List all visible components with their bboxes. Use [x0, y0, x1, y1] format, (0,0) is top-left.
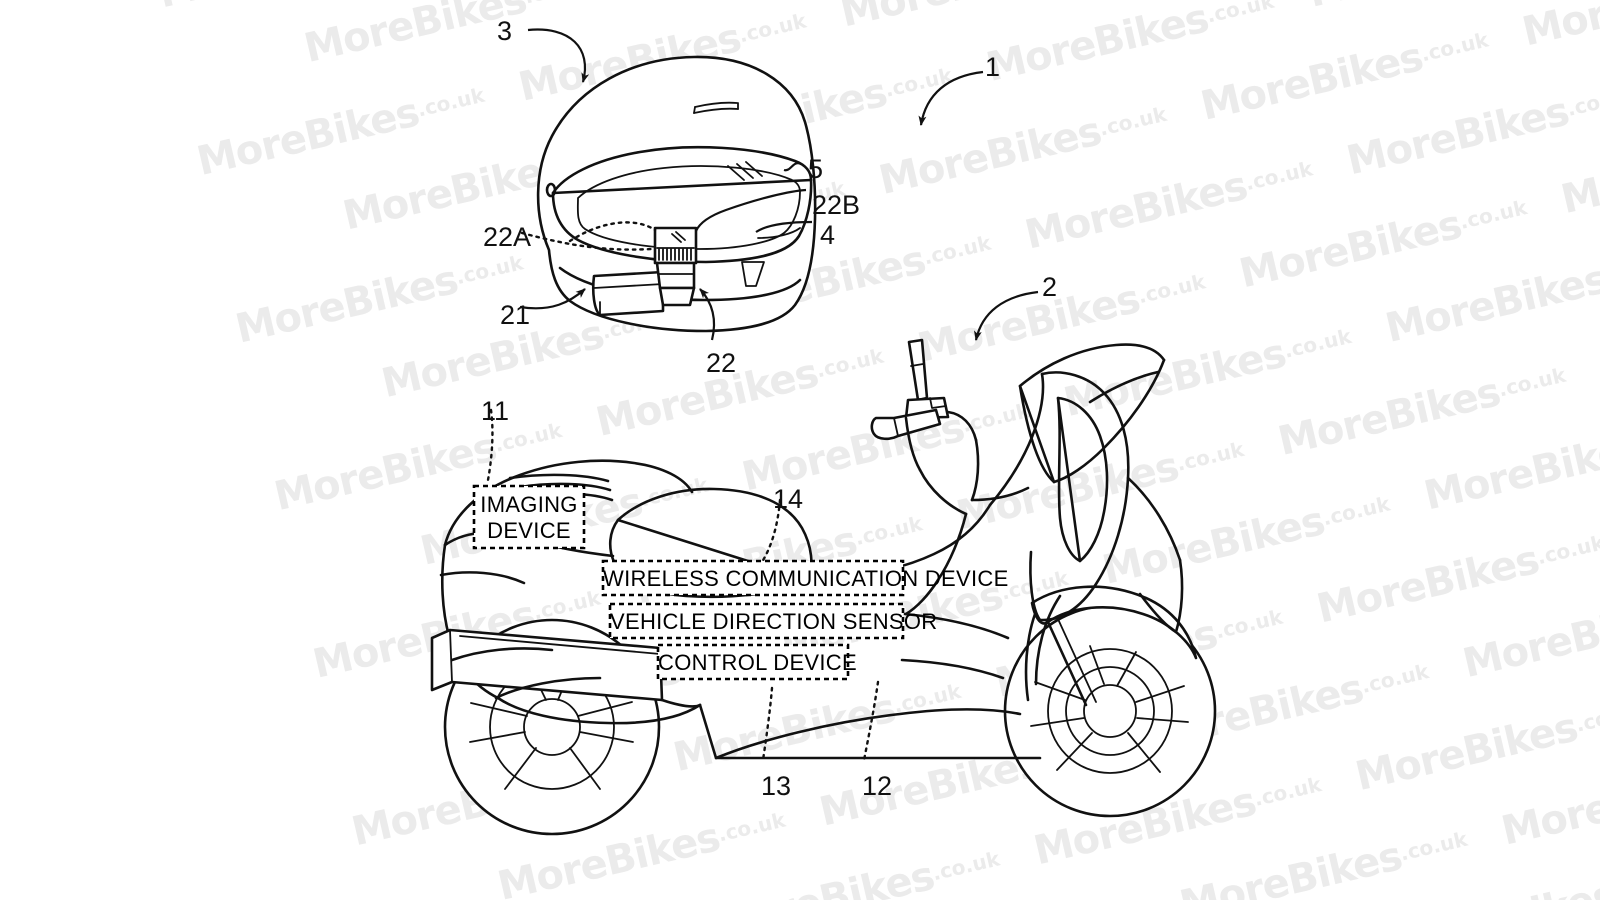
ref-numeral-13: 13	[761, 771, 792, 801]
leader-1	[918, 70, 984, 126]
ref-numeral-22B: 22B	[812, 190, 861, 220]
label-imaging-device-line1: IMAGING	[480, 492, 578, 517]
box-vehicle-direction-sensor	[608, 602, 905, 640]
leader-2	[973, 290, 1039, 341]
box-control-device	[656, 643, 850, 681]
ref-numeral-4: 4	[820, 220, 836, 250]
label-control-device: CONTROL DEVICE	[658, 650, 857, 675]
helmet-module-21	[591, 270, 665, 317]
ref-numeral-12: 12	[862, 771, 893, 801]
helmet-drawing	[519, 28, 817, 341]
leader-22A	[520, 231, 653, 251]
ref-numeral-11: 11	[481, 396, 510, 426]
handlebar-and-mirror	[870, 338, 1030, 616]
leader-21	[519, 288, 586, 310]
label-vehicle-direction-sensor: VEHICLE DIRECTION SENSOR	[610, 609, 938, 634]
leader-3	[527, 28, 590, 83]
component-box-outlines	[472, 484, 905, 681]
ref-numeral-14: 14	[773, 484, 804, 514]
ref-numeral-22A: 22A	[483, 222, 532, 252]
motorcycle-drawing	[430, 338, 1217, 836]
leader-22B	[694, 188, 807, 232]
box-wireless-communication-device	[601, 559, 905, 597]
label-wireless-communication-device: WIRELESS COMMUNICATION DEVICE	[603, 566, 1009, 591]
leader-14	[760, 498, 782, 564]
leader-12	[862, 680, 880, 762]
leader-13	[761, 686, 774, 762]
label-imaging-device: IMAGING DEVICE	[474, 492, 584, 544]
box-imaging-device	[472, 484, 586, 550]
leader-4	[755, 220, 813, 233]
ref-numeral-22: 22	[706, 348, 737, 378]
ref-numeral-2: 2	[1042, 272, 1058, 302]
helmet-display-22	[653, 226, 698, 307]
leader-5	[783, 162, 802, 172]
leader-22	[699, 288, 716, 341]
ref-numeral-5: 5	[808, 154, 824, 184]
ref-numeral-3: 3	[497, 16, 513, 46]
leader-11	[486, 408, 494, 482]
ref-numeral-1: 1	[985, 52, 1001, 82]
ref-numeral-21: 21	[500, 300, 531, 330]
label-imaging-device-line2: DEVICE	[487, 517, 571, 543]
